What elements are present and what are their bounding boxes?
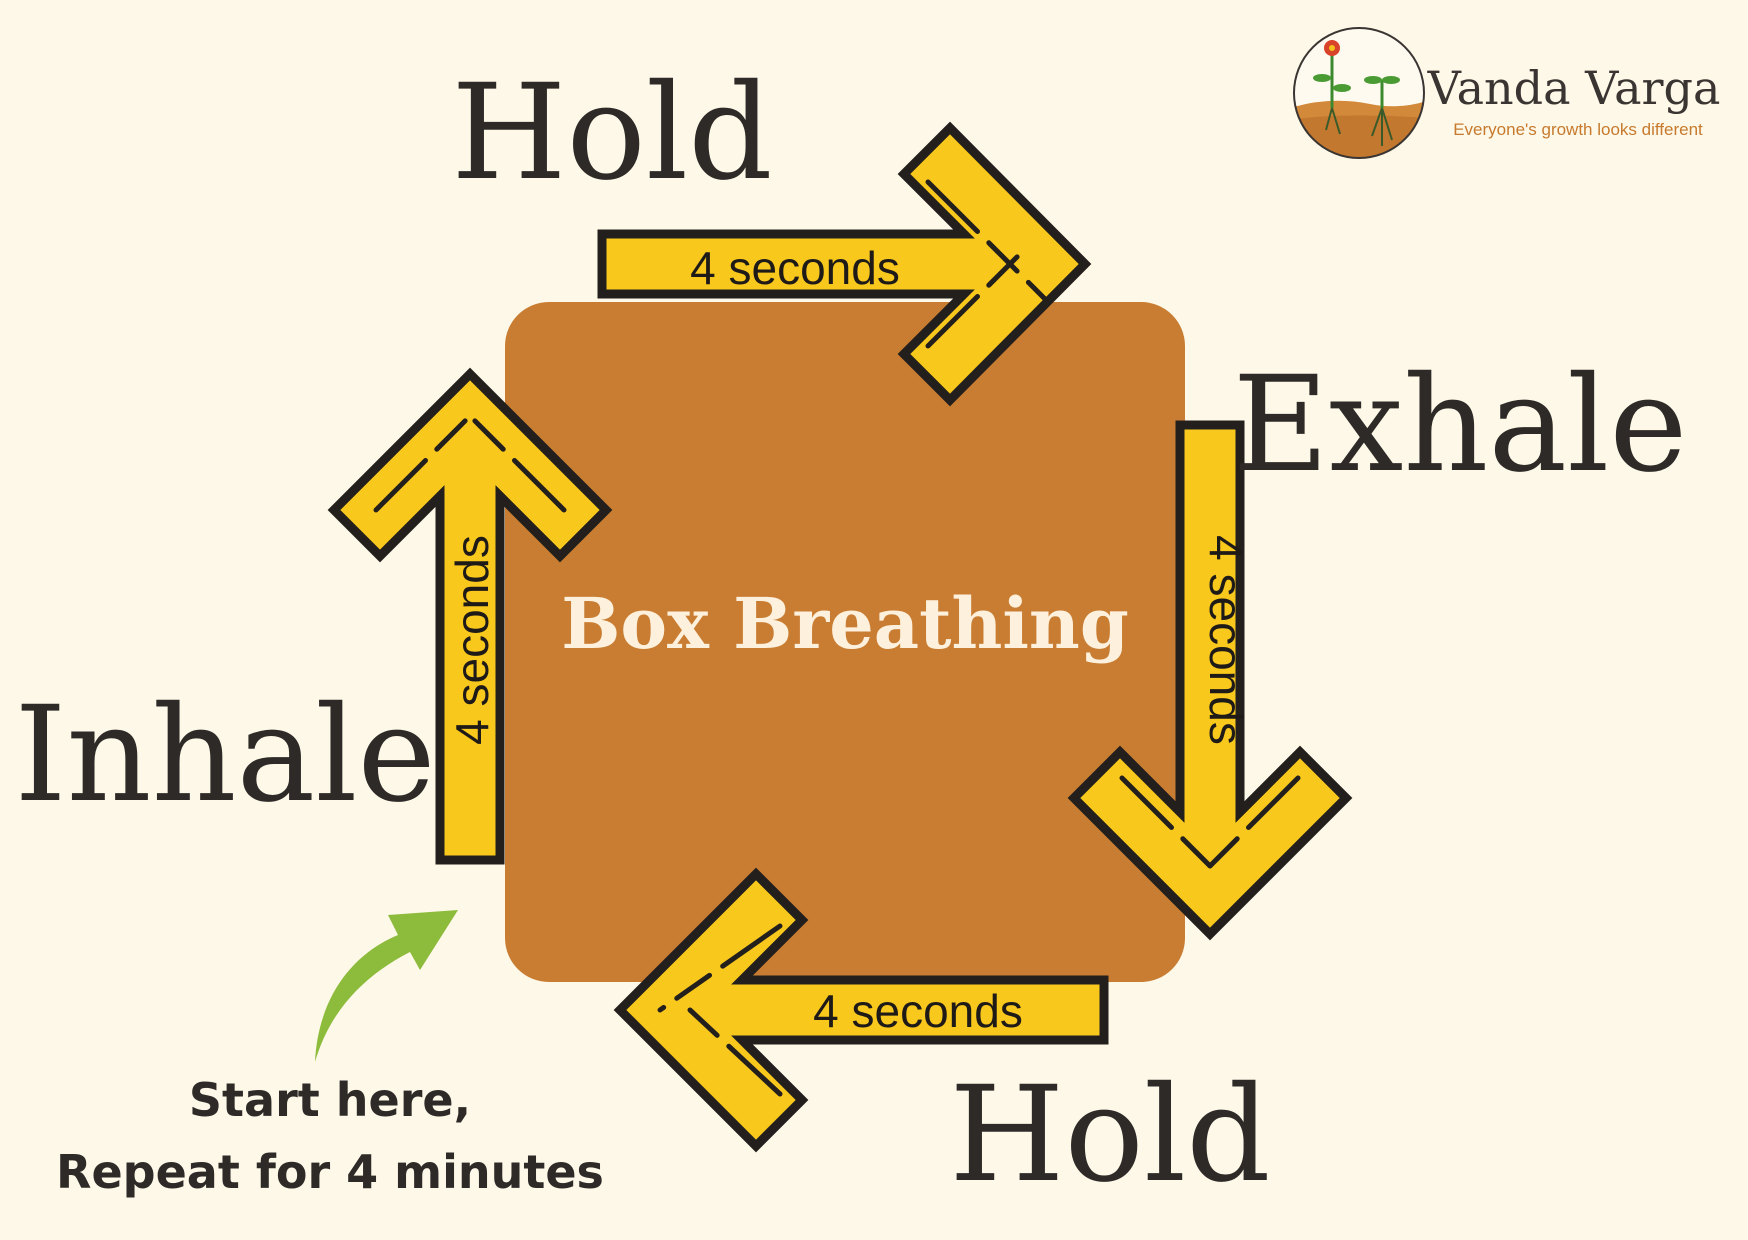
brand-tagline: Everyone's growth looks different: [1453, 120, 1703, 139]
duration-left: 4 seconds: [446, 535, 498, 745]
brand-name: Vanda Varga: [1427, 61, 1721, 115]
breathing-box: [505, 302, 1185, 982]
phase-hold-bottom: Hold: [949, 1058, 1270, 1212]
diagram-title: Box Breathing: [561, 582, 1129, 665]
phase-hold-top: Hold: [451, 56, 772, 210]
arrow-right-icon: 4 seconds: [597, 121, 1092, 407]
duration-top: 4 seconds: [690, 242, 900, 294]
curved-start-arrow-icon: [315, 910, 458, 1062]
arrow-left-icon: 4 seconds: [613, 867, 1109, 1153]
logo-icon: [1293, 27, 1425, 159]
arrow-down-icon: 4 seconds: [1067, 420, 1353, 941]
start-note-line2: Repeat for 4 minutes: [56, 1145, 604, 1199]
duration-bottom: 4 seconds: [813, 985, 1023, 1037]
phase-exhale: Exhale: [1233, 348, 1688, 502]
arrow-up-icon: 4 seconds: [327, 367, 613, 865]
phase-inhale: Inhale: [14, 678, 435, 832]
duration-right: 4 seconds: [1200, 535, 1252, 745]
start-note-line1: Start here,: [189, 1073, 471, 1127]
